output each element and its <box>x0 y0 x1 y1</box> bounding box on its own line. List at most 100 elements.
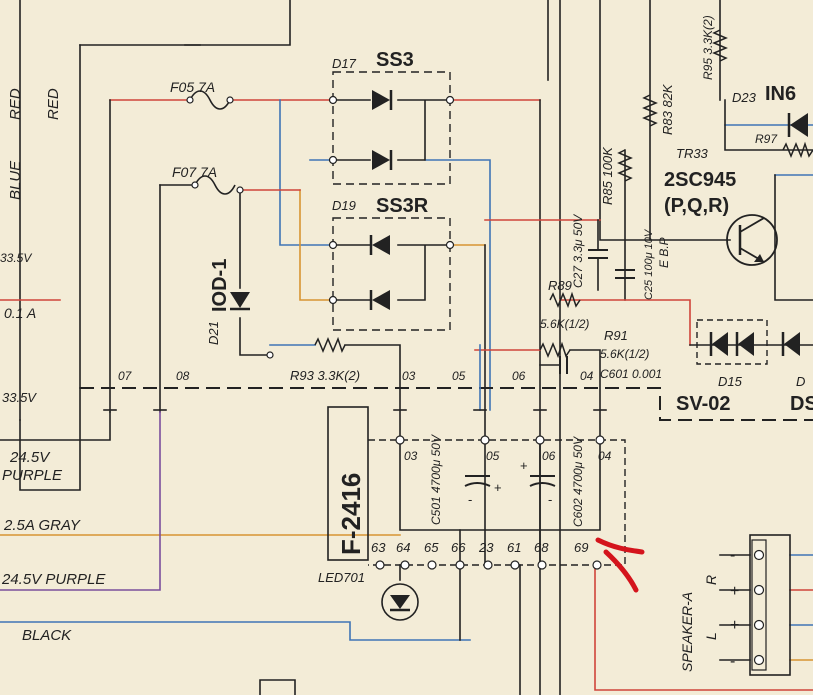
node <box>445 240 455 250</box>
pin <box>455 560 465 570</box>
resistor-r83: R83 82K <box>642 83 675 135</box>
board-pin-label: 06 <box>542 449 556 463</box>
wire-label-blue: BLUE <box>7 160 24 200</box>
board-pin-label: 03 <box>404 449 418 463</box>
diode-block-ss3r: D19 SS3R <box>328 195 455 331</box>
wire-top-loop <box>79 0 291 46</box>
r93-label: R93 3.3K(2) <box>290 368 360 383</box>
c501-plus-sign: + <box>494 480 502 495</box>
node <box>328 240 338 250</box>
node <box>226 96 234 104</box>
wire-blue-mid <box>424 159 491 411</box>
resistor-icon <box>712 29 728 62</box>
board-bottom-pin-64: 64 <box>396 540 410 570</box>
resistor-icon <box>617 149 633 182</box>
transistor-icon <box>726 214 778 266</box>
resistor-r93: R93 3.3K(2) <box>266 336 360 383</box>
pin <box>595 435 605 445</box>
cap-plate-curved <box>464 482 491 487</box>
board-pin-label: 04 <box>598 449 612 463</box>
pin <box>395 435 405 445</box>
node <box>236 186 244 194</box>
transistor-collector <box>739 217 765 233</box>
bus-terminal-07: 07 <box>103 369 133 411</box>
left-wire-labels: RED RED BLUE 33.5V 0.1 A 33.5V 24.5V PUR… <box>0 88 106 644</box>
board-bottom-pin-61: 61 <box>507 540 521 570</box>
r83-label: R83 82K <box>660 83 675 135</box>
connector-label: 05 <box>452 369 466 383</box>
d17-label: D17 <box>332 56 357 71</box>
node <box>445 95 455 105</box>
node <box>186 96 194 104</box>
node <box>191 181 199 189</box>
wire-label-33v: 33.5V <box>0 251 32 265</box>
ss3r-label: SS3R <box>376 195 429 217</box>
diode-icon <box>372 90 390 110</box>
capacitor-c25: C25 100μ 10V <box>615 228 655 300</box>
fuse-f07-label: F07 7A <box>172 164 217 180</box>
speaker-pin <box>753 619 765 631</box>
wire-label-red-1: RED <box>7 88 24 120</box>
board-pin-label: 05 <box>486 449 500 463</box>
fuse-f07: F07 7A <box>172 164 244 195</box>
wire-bottom-box <box>259 679 296 695</box>
diode-icon <box>230 292 250 308</box>
resistor-r89: R89 5.6K(1/2) <box>540 278 589 331</box>
diode-icon <box>784 332 800 356</box>
d15-next-label: DS <box>790 393 813 415</box>
wire-label-red-2: RED <box>45 88 62 120</box>
board-name: F-2416 <box>336 473 366 555</box>
speaker-sign: - <box>730 547 735 564</box>
pin <box>400 560 410 570</box>
diode-d15: D15 SV-02 DS D <box>676 319 813 415</box>
resistor-icon <box>539 341 571 359</box>
pin <box>427 560 437 570</box>
wire-purple <box>0 411 161 591</box>
wire-label-01a: 0.1 A <box>4 305 36 321</box>
c602-plus-sign: + <box>520 458 528 473</box>
board-bottom-pin-63: 63 <box>371 540 386 570</box>
diode-icon <box>390 595 410 609</box>
wire-left-loop <box>19 387 81 491</box>
c501-minus-sign: - <box>468 492 472 507</box>
bus-connectors: 07 08 03 05 06 04 <box>103 369 607 411</box>
transistor-tr33: TR33 2SC945 (P,Q,R) E B.P <box>657 146 778 268</box>
c25-label: C25 100μ 10V <box>643 228 655 300</box>
board-inner-bus <box>399 439 601 531</box>
resistor-icon <box>782 141 813 159</box>
board-top-pin-06: 06 <box>535 435 556 463</box>
board-pin-label: 63 <box>371 540 386 555</box>
pin <box>480 435 490 445</box>
board-top-pin-05: 05 <box>480 435 500 463</box>
node <box>328 155 338 165</box>
speaker-pin <box>753 549 765 561</box>
tr33-ref-label: TR33 <box>676 146 709 161</box>
tr33-part-label: 2SC945 <box>664 169 736 191</box>
wire-tr-e <box>774 174 813 301</box>
speaker-pin <box>753 584 765 596</box>
diode-block-ss3: D17 SS3 <box>328 49 455 185</box>
d15-ref-label: D15 <box>718 374 743 389</box>
speaker-label: SPEAKER-A <box>679 592 695 672</box>
board-pin-label: 69 <box>574 540 588 555</box>
speaker-l-label: L <box>703 632 719 640</box>
wire-label-gray: 2.5A GRAY <box>3 517 81 534</box>
diode-icon <box>712 332 728 356</box>
d23-ref-label: D23 <box>732 90 757 105</box>
pin <box>483 560 493 570</box>
wire-245-left <box>0 411 111 441</box>
diode-icon <box>738 332 754 356</box>
wire-r93-out <box>344 344 401 441</box>
capacitor-c601: C601 0.001 <box>559 356 662 381</box>
board-label-box <box>327 406 369 561</box>
resistor-r97: R97 <box>755 132 813 159</box>
fuse-icon <box>194 175 236 195</box>
wire-label-purple: PURPLE <box>2 467 63 484</box>
arrow-icon <box>754 254 764 262</box>
capacitor-c602: C602 4700μ 50V + - <box>520 436 585 527</box>
r91-value-label: 5.6K(1/2) <box>600 347 649 361</box>
d15-part-label: SV-02 <box>676 393 730 415</box>
capacitor-c501: C501 4700μ 50V + - <box>429 434 502 525</box>
diode-icon <box>372 235 390 255</box>
connector-label: 07 <box>118 369 133 383</box>
